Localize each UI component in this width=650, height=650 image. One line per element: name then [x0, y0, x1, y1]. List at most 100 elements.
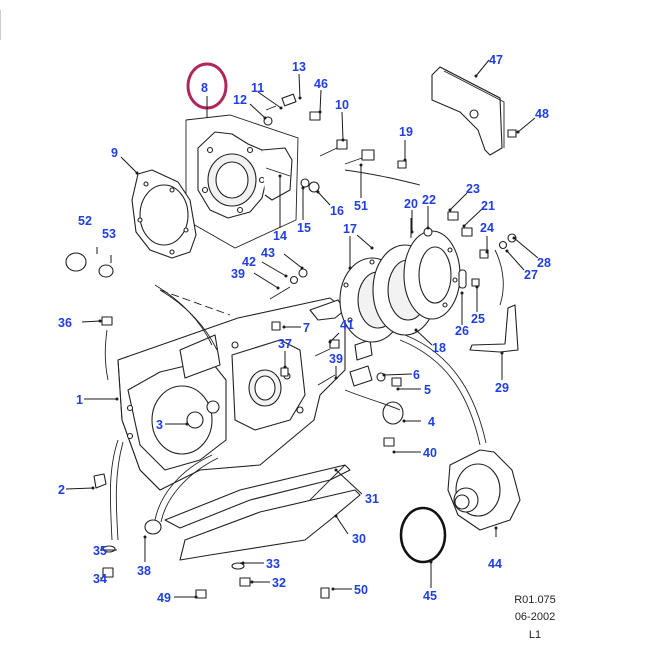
callout-42[interactable]: 42	[242, 255, 256, 269]
callout-36[interactable]: 36	[58, 316, 72, 330]
part-8-housing-assembly[interactable]	[185, 114, 299, 249]
stud-39-upper	[269, 286, 291, 300]
bolt-40	[383, 437, 395, 447]
bolt-11-shank	[265, 105, 277, 111]
bolt-23	[447, 211, 459, 221]
bolt-10-head	[336, 139, 348, 150]
callout-14[interactable]: 14	[273, 229, 287, 243]
housing-inner-bore	[215, 161, 249, 199]
callout-49[interactable]: 49	[157, 591, 171, 605]
callout-26[interactable]: 26	[455, 324, 469, 338]
callout-13[interactable]: 13	[292, 60, 306, 74]
fitting-25	[471, 278, 480, 287]
callout-9[interactable]: 9	[111, 146, 118, 160]
callout-39-upper[interactable]: 39	[231, 267, 245, 281]
callout-21[interactable]: 21	[481, 199, 495, 213]
callout-8[interactable]: 8	[201, 81, 208, 95]
callout-1[interactable]: 1	[76, 393, 83, 407]
callout-10[interactable]: 10	[335, 98, 349, 112]
callout-47[interactable]: 47	[489, 53, 503, 67]
callout-41[interactable]: 41	[340, 318, 354, 332]
housing-body	[261, 147, 293, 201]
bolt-34	[102, 567, 114, 578]
stud-50	[320, 587, 330, 599]
hoses	[104, 169, 504, 541]
diagram-reference: R01.075	[514, 594, 556, 606]
part-45-o-ring[interactable]	[399, 506, 447, 564]
washer-33	[231, 562, 245, 570]
flange-hole	[236, 206, 244, 214]
callout-11[interactable]: 11	[251, 81, 264, 95]
part-47-guard[interactable]	[431, 66, 505, 156]
callout-24[interactable]: 24	[480, 221, 494, 235]
callout-50[interactable]: 50	[354, 583, 368, 597]
callout-27[interactable]: 27	[524, 268, 538, 282]
bolt-51-head	[361, 149, 375, 161]
nut-16	[308, 181, 320, 193]
callout-39-lower[interactable]: 39	[329, 352, 343, 366]
callout-30[interactable]: 30	[352, 532, 366, 546]
callout-37[interactable]: 37	[278, 337, 292, 351]
callout-44[interactable]: 44	[488, 557, 502, 571]
bolt-13-head	[281, 93, 297, 107]
part-1-transfer-case[interactable]	[117, 297, 373, 491]
plug-38	[144, 519, 162, 535]
plate-26	[458, 269, 467, 289]
callout-35[interactable]: 35	[93, 544, 107, 558]
callout-2[interactable]: 2	[58, 483, 65, 497]
callout-4[interactable]: 4	[428, 415, 435, 429]
part-44-output-flange[interactable]	[447, 449, 521, 531]
part-29-bracket[interactable]	[469, 304, 519, 353]
part-30-plate[interactable]	[179, 489, 361, 561]
stud-46	[309, 111, 321, 121]
callout-29[interactable]: 29	[495, 381, 509, 395]
callout-43[interactable]: 43	[261, 246, 275, 260]
callout-31[interactable]: 31	[365, 492, 379, 506]
plug-52	[65, 252, 87, 272]
dowel-37	[280, 367, 289, 377]
callout-28[interactable]: 28	[537, 256, 551, 270]
callout-6[interactable]: 6	[413, 368, 420, 382]
callout-48[interactable]: 48	[535, 107, 549, 121]
flange-hole	[206, 146, 214, 154]
stud-39-lower	[317, 374, 336, 386]
callout-32[interactable]: 32	[272, 576, 286, 590]
nut-28	[507, 233, 517, 243]
plug-3	[186, 411, 204, 429]
stud-14	[265, 167, 291, 177]
callout-20[interactable]: 20	[404, 197, 418, 211]
callout-17[interactable]: 17	[343, 222, 357, 236]
callout-3[interactable]: 3	[156, 418, 163, 432]
nut-48	[507, 129, 517, 138]
part-20-flange[interactable]	[403, 230, 461, 320]
callout-51[interactable]: 51	[354, 199, 368, 213]
callout-46[interactable]: 46	[314, 77, 328, 91]
bolt-49	[195, 589, 207, 599]
part-9-gasket[interactable]	[131, 169, 197, 259]
callout-16[interactable]: 16	[330, 204, 344, 218]
callout-23[interactable]: 23	[466, 182, 480, 196]
callout-38[interactable]: 38	[137, 564, 151, 578]
callout-25[interactable]: 25	[471, 312, 485, 326]
callout-7[interactable]: 7	[303, 321, 310, 335]
callout-22[interactable]: 22	[422, 193, 436, 207]
callout-52[interactable]: 52	[78, 214, 92, 228]
dowel-7	[271, 321, 281, 331]
screw-19	[397, 160, 407, 169]
callout-5[interactable]: 5	[424, 383, 431, 397]
nut-43	[298, 268, 308, 278]
callout-19[interactable]: 19	[399, 125, 413, 139]
washer-27	[498, 240, 508, 250]
callout-34[interactable]: 34	[93, 572, 107, 586]
plug-2	[93, 473, 107, 489]
leader-lines	[65, 59, 539, 599]
callout-45[interactable]: 45	[423, 589, 437, 603]
callout-33[interactable]: 33	[266, 557, 280, 571]
callout-12[interactable]: 12	[233, 93, 247, 107]
callout-15[interactable]: 15	[297, 221, 311, 235]
callout-18[interactable]: 18	[432, 341, 446, 355]
callout-53[interactable]: 53	[102, 227, 116, 241]
plug-4	[382, 401, 404, 425]
callout-40[interactable]: 40	[423, 446, 437, 460]
